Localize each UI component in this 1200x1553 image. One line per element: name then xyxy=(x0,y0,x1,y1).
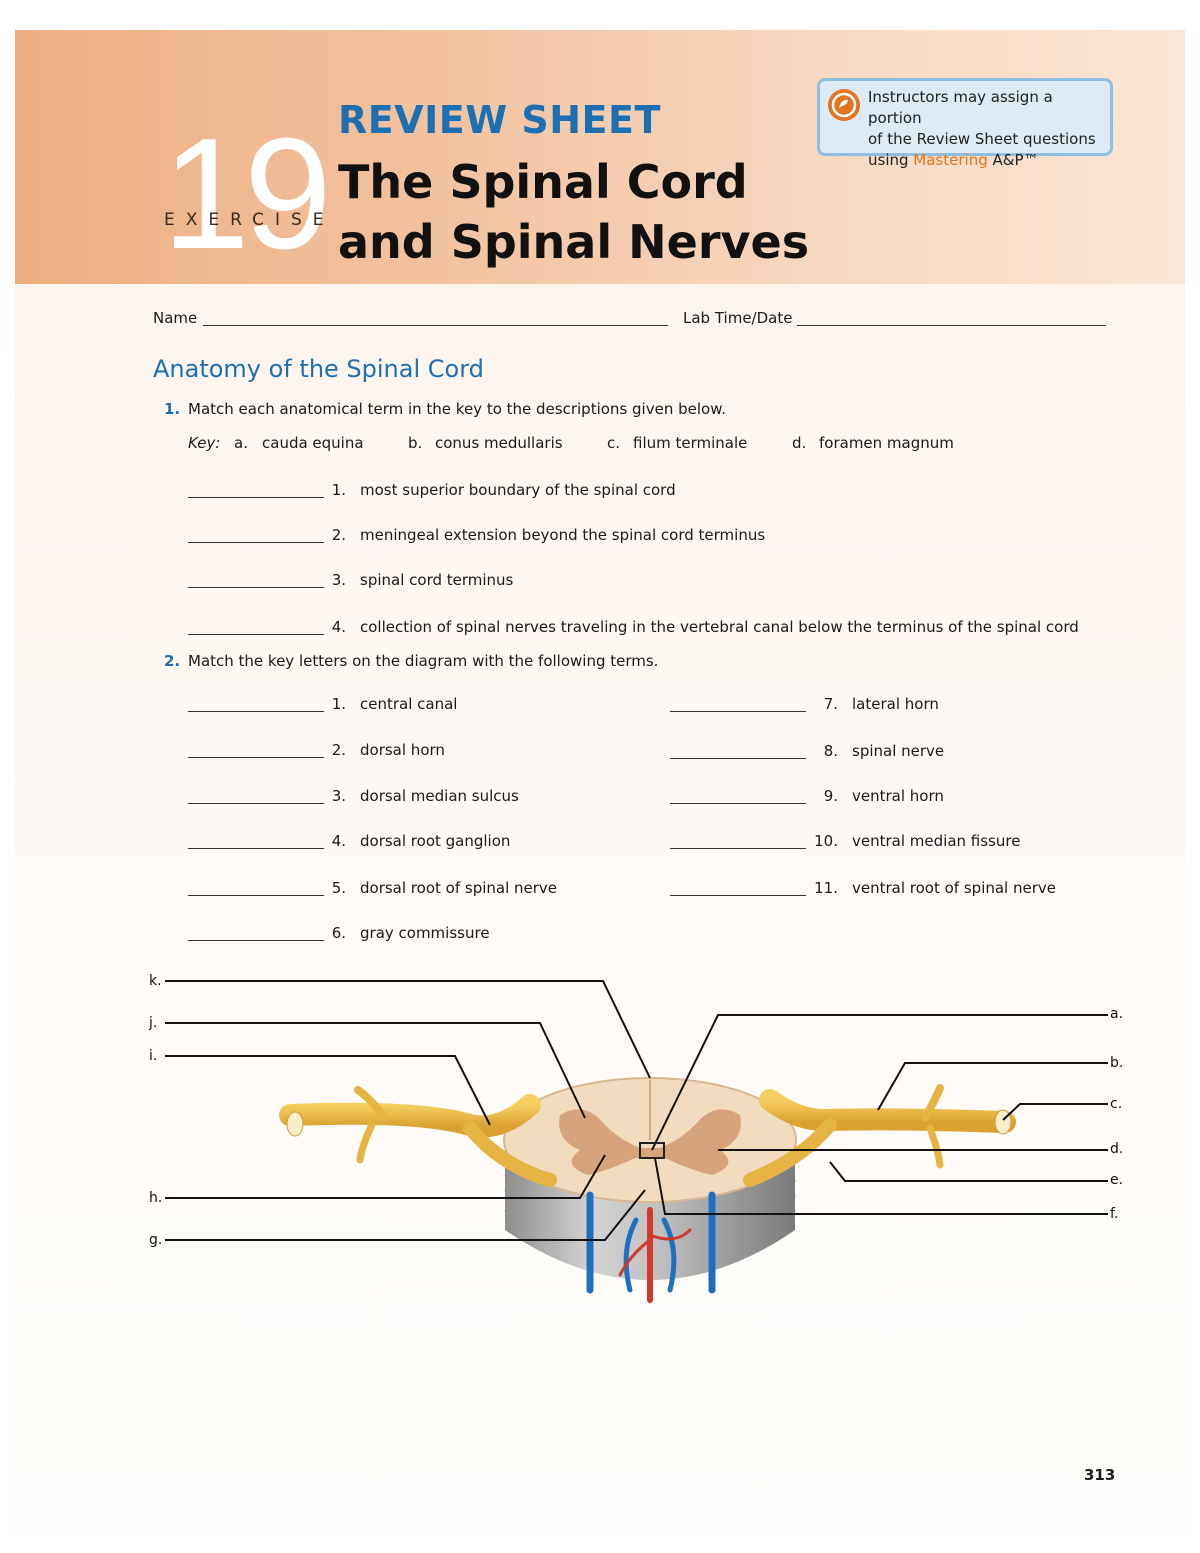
q1-answer-blank-3[interactable] xyxy=(188,587,324,588)
blood-vessels xyxy=(586,1191,716,1303)
right-spinal-nerve xyxy=(743,1084,1016,1187)
central-canal-box xyxy=(639,1142,665,1159)
exercise-word: EXERCISE xyxy=(164,210,335,230)
q1-item-text: meningeal extension beyond the spinal co… xyxy=(360,526,766,544)
q2-answer-blank-2[interactable] xyxy=(188,757,324,758)
key-label: Key: xyxy=(188,434,221,452)
q1-item-number: 3. xyxy=(331,571,346,589)
q2-number: 2. xyxy=(164,652,181,670)
q2-item-text: ventral root of spinal nerve xyxy=(852,879,1057,897)
left-spinal-nerve xyxy=(279,1086,557,1187)
mastering-brand: Mastering xyxy=(913,151,988,169)
key-term-d: foramen magnum xyxy=(819,434,954,452)
section-title: Anatomy of the Spinal Cord xyxy=(153,355,484,383)
lab-time-date-field[interactable] xyxy=(797,325,1106,326)
q2-item-text: ventral horn xyxy=(852,787,944,805)
diagram-label-b: b. xyxy=(1110,1055,1124,1071)
page-title: The Spinal Cord and Spinal Nerves xyxy=(338,152,809,272)
q1-answer-blank-4[interactable] xyxy=(188,634,324,635)
q2-item-number: 8. xyxy=(823,742,838,760)
leader-lines xyxy=(165,980,1108,1241)
instructor-note: Instructors may assign a portion of the … xyxy=(817,78,1113,169)
q1-item-number: 4. xyxy=(331,618,346,636)
key-letter-d: d. xyxy=(792,434,807,452)
diagram-label-k: k. xyxy=(149,973,162,989)
q2-answer-blank-8[interactable] xyxy=(670,758,806,759)
diagram-label-g: g. xyxy=(149,1232,163,1248)
q2-item-text: ventral median fissure xyxy=(852,832,1021,850)
title-line-2: and Spinal Nerves xyxy=(338,215,810,269)
name-field[interactable] xyxy=(203,325,668,326)
mastering-logo-icon xyxy=(828,89,860,121)
page-number: 313 xyxy=(1084,1466,1116,1484)
key-letter-b: b. xyxy=(408,434,423,452)
q2-prompt: Match the key letters on the diagram wit… xyxy=(188,652,659,670)
q1-item-number: 1. xyxy=(331,481,346,499)
key-term-a: cauda equina xyxy=(262,434,364,452)
q2-item-text: dorsal root of spinal nerve xyxy=(360,879,558,897)
lab-time-date-label: Lab Time/Date xyxy=(683,309,793,327)
q2-answer-blank-1[interactable] xyxy=(188,711,324,712)
note-line-1: Instructors may assign a portion xyxy=(868,88,1053,127)
diagram-label-i: i. xyxy=(149,1048,158,1064)
q2-item-number: 9. xyxy=(823,787,838,805)
q2-item-text: central canal xyxy=(360,695,458,713)
diagram-label-f: f. xyxy=(1110,1206,1119,1222)
q2-item-number: 11. xyxy=(814,879,838,897)
diagram-label-c: c. xyxy=(1110,1096,1123,1112)
q2-answer-blank-10[interactable] xyxy=(670,848,806,849)
q2-answer-blank-3[interactable] xyxy=(188,803,324,804)
q1-answer-blank-2[interactable] xyxy=(188,542,324,543)
q2-item-number: 7. xyxy=(823,695,838,713)
q2-answer-blank-5[interactable] xyxy=(188,895,324,896)
q2-answer-blank-7[interactable] xyxy=(670,711,806,712)
q2-answer-blank-9[interactable] xyxy=(670,803,806,804)
header-banner xyxy=(15,30,1185,284)
q1-answer-blank-1[interactable] xyxy=(188,497,324,498)
q2-item-text: dorsal median sulcus xyxy=(360,787,519,805)
q2-answer-blank-6[interactable] xyxy=(188,940,324,941)
note-line-3: using Mastering A&P™ xyxy=(868,150,1110,171)
note-line-2: of the Review Sheet questions xyxy=(868,130,1096,148)
q2-item-text: dorsal root ganglion xyxy=(360,832,511,850)
q2-item-number: 3. xyxy=(331,787,346,805)
key-term-b: conus medullaris xyxy=(435,434,563,452)
diagram-label-a: a. xyxy=(1110,1006,1124,1022)
q2-answer-blank-4[interactable] xyxy=(188,848,324,849)
q1-number: 1. xyxy=(164,400,181,418)
q2-item-text: gray commissure xyxy=(360,924,490,942)
note-prefix: using xyxy=(868,151,914,169)
title-line-1: The Spinal Cord xyxy=(338,155,748,209)
product-name: A&P™ xyxy=(987,151,1039,169)
name-label: Name xyxy=(153,309,198,327)
q2-item-number: 10. xyxy=(814,832,838,850)
key-letter-a: a. xyxy=(234,434,248,452)
instructor-note-text: Instructors may assign a portion of the … xyxy=(868,87,1110,171)
review-sheet-label: REVIEW SHEET xyxy=(338,98,661,142)
q2-answer-blank-11[interactable] xyxy=(670,895,806,896)
q1-item-text: collection of spinal nerves traveling in… xyxy=(360,618,1079,636)
q1-item-text: spinal cord terminus xyxy=(360,571,514,589)
key-letter-c: c. xyxy=(607,434,621,452)
q2-item-text: spinal nerve xyxy=(852,742,945,760)
q1-item-text: most superior boundary of the spinal cor… xyxy=(360,481,676,499)
exercise-number: 19 xyxy=(162,106,332,282)
diagram-label-e: e. xyxy=(1110,1172,1124,1188)
q1-item-number: 2. xyxy=(331,526,346,544)
diagram-label-j: j. xyxy=(149,1015,158,1031)
diagram-label-h: h. xyxy=(149,1190,163,1206)
diagram-label-d: d. xyxy=(1110,1141,1124,1157)
gray-matter xyxy=(559,1109,741,1175)
q2-item-number: 1. xyxy=(331,695,346,713)
q2-item-number: 5. xyxy=(331,879,346,897)
q2-item-text: dorsal horn xyxy=(360,741,445,759)
q2-item-number: 4. xyxy=(331,832,346,850)
key-term-c: filum terminale xyxy=(633,434,748,452)
q2-item-number: 6. xyxy=(331,924,346,942)
q1-prompt: Match each anatomical term in the key to… xyxy=(188,400,726,418)
q2-item-text: lateral horn xyxy=(852,695,939,713)
q2-item-number: 2. xyxy=(331,741,346,759)
